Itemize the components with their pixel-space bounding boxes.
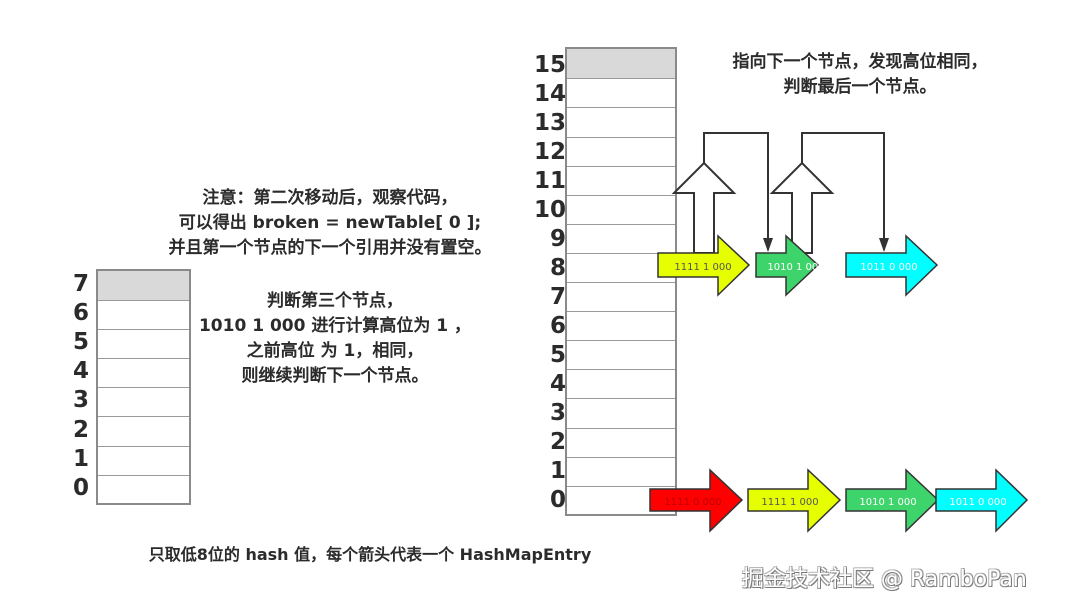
new-index: 6 (549, 313, 566, 339)
note-line: 之前高位 为 1，相同， (246, 341, 424, 361)
new-index: 4 (549, 371, 566, 397)
note-line: 则继续判断下一个节点。 (241, 366, 429, 386)
entry-label: 1111 1 000 (761, 497, 818, 508)
note-broken-reference: 注意：第二次移动后，观察代码， 可以得出 broken = newTable[ … (130, 186, 530, 261)
new-bucket-0 (567, 486, 675, 514)
note-line: 指向下一个节点，发现高位相同， (732, 52, 988, 72)
new-bucket-6 (567, 311, 675, 340)
entry-label: 1011 0 000 (860, 262, 917, 273)
new-index: 7 (549, 284, 566, 310)
note-next-node: 指向下一个节点，发现高位相同， 判断最后一个节点。 (700, 50, 1020, 100)
up-arrow-icon (769, 161, 835, 254)
new-bucket-7 (567, 282, 675, 311)
new-index: 11 (533, 168, 566, 194)
new-index: 2 (549, 429, 566, 455)
footer-caption: 只取低8位的 hash 值，每个箭头代表一个 HashMapEntry (148, 545, 592, 564)
watermark: 掘金技术社区 @ RamboPan (742, 567, 1027, 592)
entry-arrow-icon (747, 468, 842, 533)
new-bucket-9 (567, 224, 675, 253)
new-bucket-4 (567, 369, 675, 398)
old-hash-table (96, 269, 191, 505)
old-bucket-7 (98, 271, 189, 301)
note-line: 并且第一个节点的下一个引用并没有置空。 (168, 238, 492, 258)
new-bucket-8 (567, 253, 675, 282)
new-bucket-1 (567, 457, 675, 486)
old-bucket-6 (98, 300, 189, 329)
old-index: 1 (72, 446, 89, 472)
old-index: 0 (72, 475, 89, 501)
entry-label: 1010 1 000 (767, 262, 824, 273)
new-hash-table (565, 47, 677, 516)
entry-arrow-icon (649, 468, 744, 533)
new-index: 13 (533, 110, 566, 136)
new-bucket-10 (567, 195, 675, 224)
entry-arrow-icon (845, 234, 939, 297)
old-index: 5 (72, 329, 89, 355)
entry-label: 1010 1 000 (859, 497, 916, 508)
entry-arrow-icon (755, 234, 820, 297)
new-bucket-3 (567, 398, 675, 428)
old-bucket-1 (98, 446, 189, 475)
note-line: 1010 1 000 进行计算高位为 1 ， (198, 316, 472, 336)
entry-arrow-icon (845, 468, 940, 533)
old-bucket-0 (98, 475, 189, 503)
new-index: 14 (533, 81, 566, 107)
new-bucket-5 (567, 340, 675, 369)
old-bucket-5 (98, 329, 189, 358)
pointer-connector-1 (703, 132, 773, 252)
entry-label: 1111 0 000 (664, 497, 721, 508)
up-arrow-icon (671, 161, 737, 254)
old-index: 4 (72, 358, 89, 384)
new-bucket-15 (567, 49, 675, 79)
new-bucket-14 (567, 78, 675, 107)
new-index: 15 (533, 52, 566, 78)
bucket-8-chain: 1111 1 000 1010 1 000 1011 0 000 (657, 234, 939, 297)
new-bucket-11 (567, 166, 675, 195)
new-index: 3 (549, 400, 566, 426)
new-index: 8 (549, 255, 566, 281)
entry-label: 1011 0 000 (949, 497, 1006, 508)
old-bucket-3 (98, 387, 189, 416)
new-index: 9 (549, 226, 566, 252)
note-line: 可以得出 broken = newTable[ 0 ]; (178, 213, 482, 233)
pointer-connector-2 (801, 132, 889, 252)
note-third-node: 判断第三个节点， 1010 1 000 进行计算高位为 1 ， 之前高位 为 1… (170, 289, 500, 389)
new-index: 0 (549, 487, 566, 513)
new-bucket-12 (567, 137, 675, 166)
note-line: 判断最后一个节点。 (783, 77, 937, 97)
new-index: 5 (549, 342, 566, 368)
new-index: 10 (533, 197, 566, 223)
note-line: 判断第三个节点， (267, 291, 403, 311)
old-index: 6 (72, 300, 89, 326)
bucket-0-chain: 1111 0 000 1111 1 000 1010 1 000 1011 0 … (649, 468, 1029, 533)
old-index: 2 (72, 417, 89, 443)
old-index: 7 (72, 271, 89, 297)
old-bucket-4 (98, 358, 189, 387)
new-bucket-2 (567, 428, 675, 457)
old-index: 3 (72, 387, 89, 413)
new-bucket-13 (567, 107, 675, 137)
entry-arrow-icon (657, 234, 751, 297)
entry-arrow-icon (935, 468, 1029, 533)
entry-label: 1111 1 000 (674, 262, 731, 273)
new-index: 1 (549, 458, 566, 484)
note-line: 注意：第二次移动后，观察代码， (202, 188, 458, 208)
new-index: 12 (533, 139, 566, 165)
old-bucket-2 (98, 416, 189, 446)
